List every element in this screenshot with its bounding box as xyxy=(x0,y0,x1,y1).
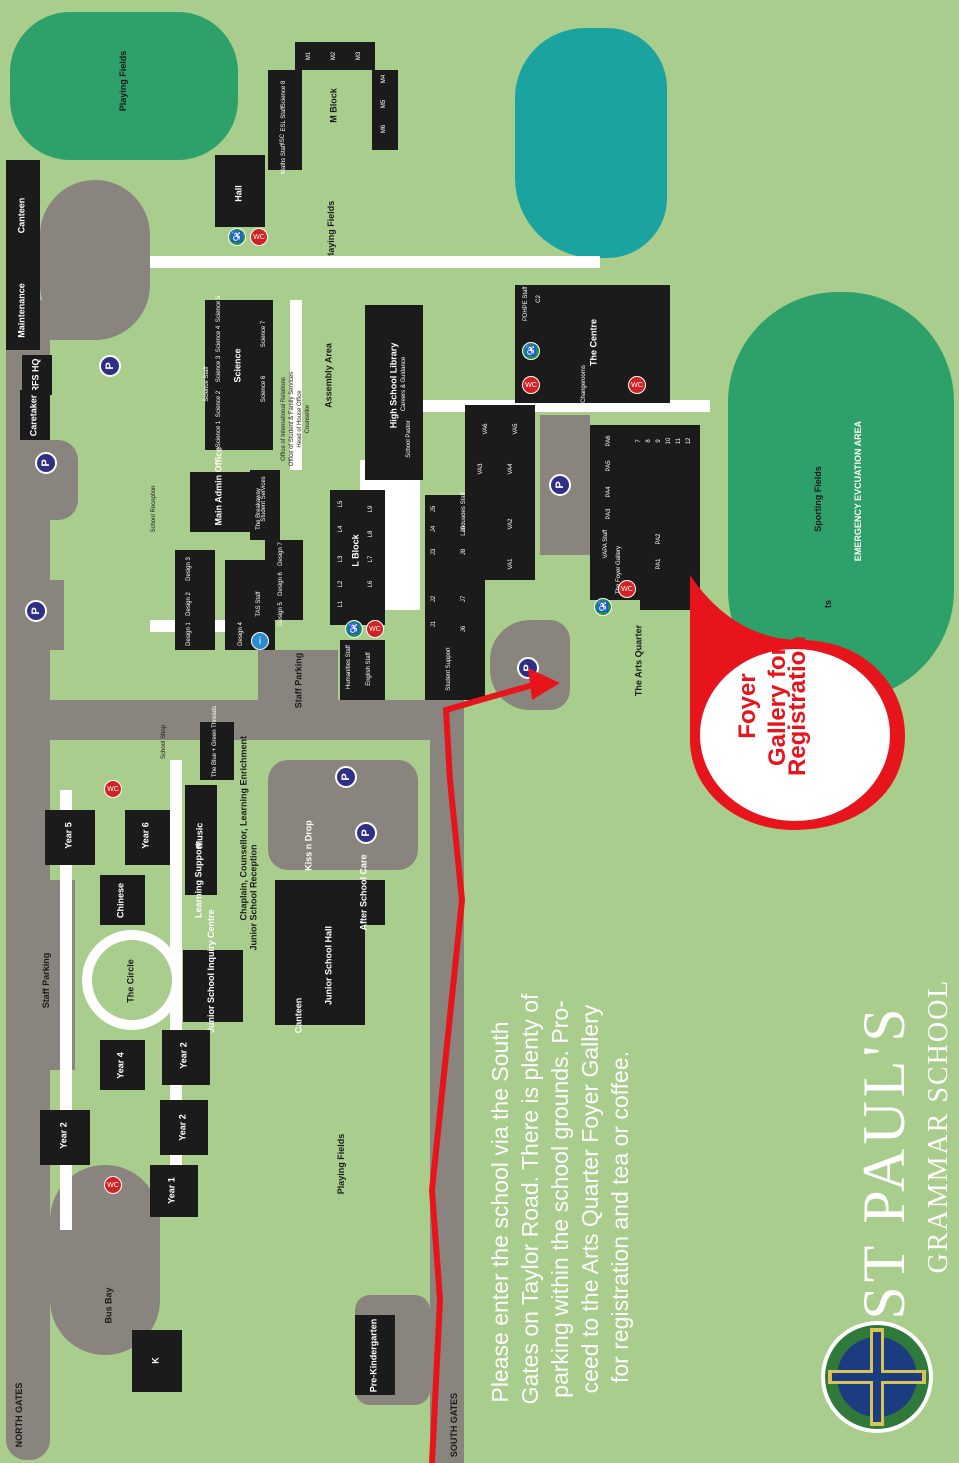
road-cross-top xyxy=(40,700,460,740)
instruction-line-5: for registration and tea or coffee. xyxy=(607,1051,633,1383)
blue-green-threads xyxy=(200,722,234,780)
parking-marker: P xyxy=(355,822,377,844)
toilets-icon: WC xyxy=(104,780,122,798)
entry-route-line xyxy=(428,680,541,1463)
year-1 xyxy=(150,1165,198,1217)
year-4 xyxy=(100,1040,145,1090)
design-block-right xyxy=(265,540,303,620)
design-block-top xyxy=(175,550,215,650)
accessible-icon: ♿ xyxy=(594,598,612,616)
walkway-assembly xyxy=(290,300,302,470)
music-block xyxy=(185,785,217,895)
callout-line-1: Foyer xyxy=(734,673,761,739)
school-name-main: ST PAUL'S xyxy=(851,1004,917,1320)
va-block xyxy=(465,405,535,580)
hall xyxy=(215,155,265,227)
accessible-icon: ♿ xyxy=(522,342,540,360)
canteen-top xyxy=(6,160,40,270)
instruction-line-3: parking within the school grounds. Pro- xyxy=(547,1000,573,1398)
high-school-library xyxy=(365,305,423,480)
toilets-icon: WC xyxy=(628,376,646,394)
maintenance xyxy=(6,270,40,350)
science-block xyxy=(205,300,273,450)
callout-line-3: Registration xyxy=(784,636,811,777)
caretaker xyxy=(20,390,50,440)
parking-marker: P xyxy=(35,452,57,474)
toilets-icon: WC xyxy=(522,376,540,394)
info-icon: i xyxy=(251,632,269,650)
student-services xyxy=(250,470,280,540)
school-name-sub: GRAMMAR SCHOOL xyxy=(923,978,954,1274)
sporting-field xyxy=(728,292,954,700)
l-block xyxy=(330,490,385,625)
instruction-line-2: Gates on Taylor Road. There is plenty of xyxy=(517,993,543,1405)
school-crest-icon xyxy=(821,1321,933,1433)
walkway-top xyxy=(150,256,600,268)
parking-marker: P xyxy=(99,355,121,377)
pa-annex xyxy=(640,520,690,610)
pond xyxy=(515,28,667,258)
road-approach xyxy=(40,300,100,340)
rfs-hq xyxy=(22,355,52,395)
toilets-icon: WC xyxy=(104,1176,122,1194)
m-block-side xyxy=(268,70,302,170)
playing-field-top xyxy=(10,12,238,160)
the-circle xyxy=(82,930,182,1030)
year-2-c xyxy=(40,1110,90,1165)
junior-school-hall-2 xyxy=(275,960,335,1025)
after-school-care xyxy=(345,880,385,925)
year-6 xyxy=(125,810,170,865)
road-staff-parking xyxy=(258,650,338,710)
k-building xyxy=(132,1330,182,1392)
callout-pin-inner xyxy=(700,649,890,821)
year-5 xyxy=(45,810,95,865)
year-2-b xyxy=(160,1100,208,1155)
humanities-staff xyxy=(340,640,385,700)
pre-kindergarten xyxy=(355,1315,395,1395)
m-block-row-top xyxy=(295,42,375,70)
year-2-a xyxy=(162,1030,210,1085)
main-admin-office xyxy=(190,472,250,532)
route-arrowhead xyxy=(528,668,560,700)
m-block-row-bottom xyxy=(372,70,398,150)
toilets-icon: WC xyxy=(366,620,384,638)
toilets-icon: WC xyxy=(250,228,268,246)
parking-marker: P xyxy=(549,474,571,496)
accessible-icon: ♿ xyxy=(228,228,246,246)
jsic xyxy=(183,950,243,1022)
instruction-line-1: Please enter the school via the South xyxy=(487,1021,513,1403)
instruction-line-4: ceed to the Arts Quarter Foyer Gallery xyxy=(577,1004,603,1394)
chinese xyxy=(100,875,145,925)
parking-marker: P xyxy=(25,600,47,622)
toilets-icon: WC xyxy=(618,580,636,598)
parking-marker: P xyxy=(335,766,357,788)
accessible-icon: ♿ xyxy=(345,620,363,638)
